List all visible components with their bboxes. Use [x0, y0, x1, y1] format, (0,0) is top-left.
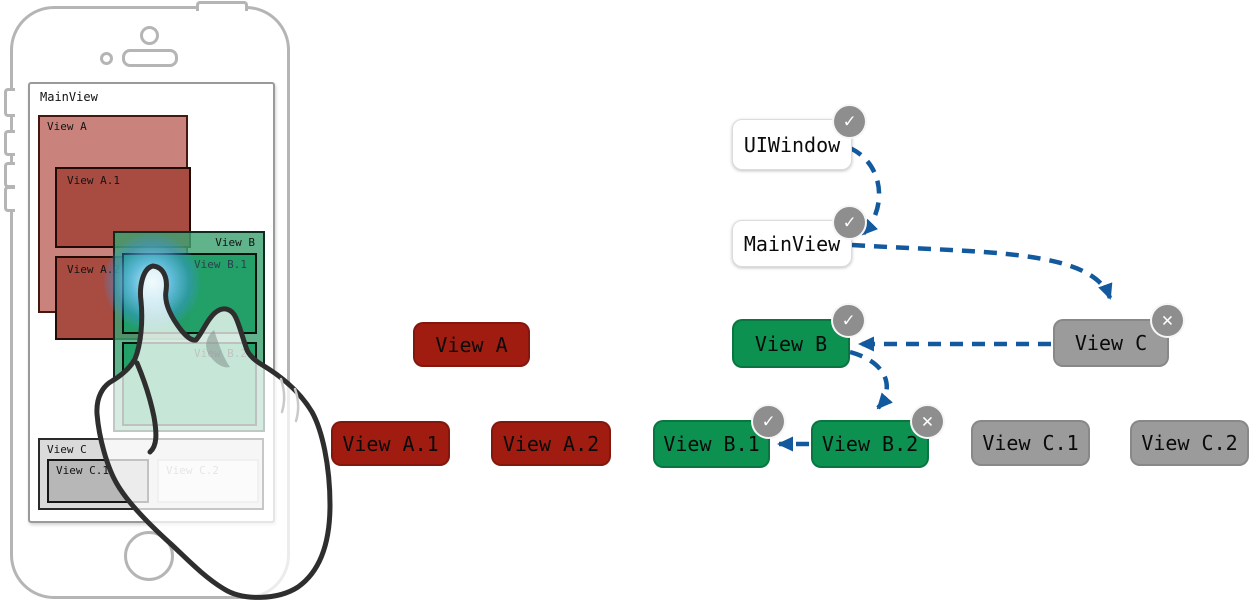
view-b2-label: View B.2 [194, 347, 247, 360]
tree-node-view-b1-label: View B.1 [663, 432, 760, 456]
tree-node-view-a2: View A.2 [491, 421, 611, 466]
cross-badge: ✕ [1150, 303, 1185, 338]
tree-node-view-c-label: View C [1074, 331, 1148, 355]
phone-volume-down-button [4, 162, 15, 188]
tree-node-view-b2: View B.2 ✕ [811, 404, 945, 468]
cross-badge: ✕ [910, 404, 945, 439]
phone-mute-switch [4, 88, 15, 117]
phone-view-c: View C View C.1 View C.2 [38, 438, 264, 510]
tree-node-view-a: View A [413, 322, 530, 367]
tree-node-view-b1: View B.1 ✓ [653, 404, 786, 468]
view-a-label: View A [47, 120, 87, 133]
phone-sensor-icon [100, 52, 113, 65]
mainview-label: MainView [40, 90, 98, 104]
tree-node-view-c2: View C.2 [1130, 420, 1249, 466]
tree-node-view-b-label: View B [754, 331, 828, 356]
view-b1-label: View B.1 [194, 258, 247, 271]
tree-node-view-b2-label: View B.2 [821, 432, 919, 456]
phone-view-b2: View B.2 [122, 342, 257, 426]
phone-power-button [196, 1, 248, 11]
tree-node-view-c1: View C.1 [971, 420, 1090, 466]
tree-node-view-c2-label: View C.2 [1141, 431, 1238, 455]
tree-node-uiwindow: UIWindow ✓ [732, 104, 867, 170]
tree-node-view-a1: View A.1 [331, 421, 450, 466]
tree-node-uiwindow-label: UIWindow [743, 132, 841, 157]
tree-node-mainview: MainView ✓ [732, 205, 867, 267]
touch-point-glow [104, 234, 200, 330]
phone-volume-up-button [4, 130, 15, 156]
view-c2-label: View C.2 [166, 464, 219, 477]
tree-node-view-a2-label: View A.2 [502, 431, 600, 456]
check-badge: ✓ [751, 404, 786, 439]
phone-camera-icon [140, 26, 159, 45]
view-b-label: View B [215, 236, 255, 249]
tree-node-view-c: View C ✕ [1053, 303, 1185, 367]
tree-node-view-a-label: View A [435, 332, 508, 357]
view-c1-label: View C.1 [56, 464, 109, 477]
view-a1-label: View A.1 [67, 174, 120, 187]
tree-node-mainview-label: MainView [743, 231, 841, 256]
tree-node-view-b: View B ✓ [732, 303, 866, 368]
tree-node-view-c1-label: View C.1 [982, 431, 1079, 455]
arrow-viewb-to-viewb2 [849, 349, 893, 410]
tree-node-view-a1-label: View A.1 [342, 431, 439, 456]
arrow-mainview-to-viewc [851, 242, 1113, 300]
phone-view-c1: View C.1 [47, 459, 149, 503]
view-c-label: View C [47, 443, 87, 456]
phone-view-c2: View C.2 [157, 459, 259, 503]
check-badge: ✓ [832, 104, 867, 139]
check-badge: ✓ [832, 205, 867, 240]
phone-speaker [122, 49, 178, 67]
check-badge: ✓ [831, 303, 866, 338]
phone-side-button [4, 186, 15, 212]
phone-home-button [124, 531, 174, 581]
